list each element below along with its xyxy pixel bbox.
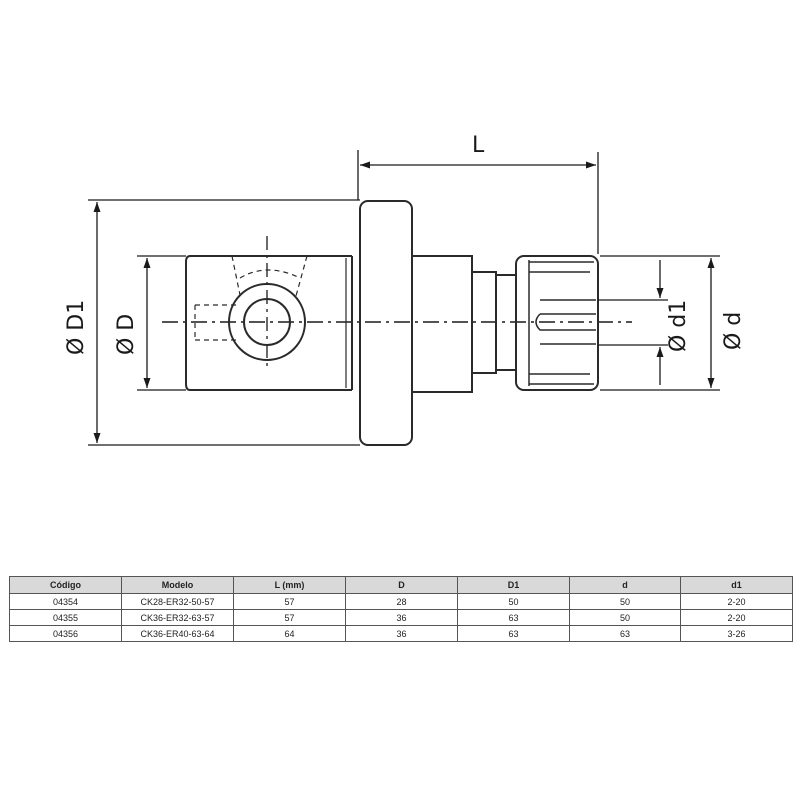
header-D1: D1 — [457, 576, 570, 594]
header-codigo: Código — [9, 576, 122, 594]
table-row: 04355 CK36-ER32-63-57 57 36 63 50 2-20 — [9, 609, 793, 626]
label-D1: Ø D1 — [64, 300, 89, 355]
dimension-L — [357, 150, 599, 254]
table-cell: CK28-ER32-50-57 — [121, 593, 234, 610]
shank-body — [185, 255, 353, 391]
table-cell: CK36-ER32-63-57 — [121, 609, 234, 626]
table-cell: 28 — [345, 593, 458, 610]
table-cell: 2-20 — [680, 593, 793, 610]
table-cell: 50 — [569, 609, 681, 626]
table-cell: 2-20 — [680, 609, 793, 626]
label-d: Ø d — [721, 312, 746, 350]
table-cell: 04355 — [9, 609, 122, 626]
header-modelo: Modelo — [121, 576, 234, 594]
table-cell: 50 — [569, 593, 681, 610]
table-cell: 63 — [457, 609, 570, 626]
table-cell: 57 — [233, 609, 346, 626]
header-L: L (mm) — [233, 576, 346, 594]
table-row: 04356 CK36-ER40-63-64 64 36 63 63 3-26 — [9, 625, 793, 642]
header-D: D — [345, 576, 458, 594]
table-cell: 04356 — [9, 625, 122, 642]
table-row: 04354 CK28-ER32-50-57 57 28 50 50 2-20 — [9, 593, 793, 610]
table-cell: CK36-ER40-63-64 — [121, 625, 234, 642]
label-D: Ø D — [114, 314, 139, 355]
table-cell: 36 — [345, 609, 458, 626]
neck — [411, 255, 517, 393]
dimension-D — [137, 255, 186, 391]
table-cell: 04354 — [9, 593, 122, 610]
table-cell: 50 — [457, 593, 570, 610]
table-cell: 64 — [233, 625, 346, 642]
collet-nut — [515, 255, 599, 391]
dimension-D1 — [88, 199, 360, 446]
dimension-d — [600, 255, 720, 391]
flange — [359, 200, 413, 446]
spec-table: Código Modelo L (mm) D D1 d d1 04354 CK2… — [9, 576, 793, 642]
label-L: L — [472, 133, 485, 158]
header-d: d — [569, 576, 681, 594]
dimension-d1 — [598, 260, 668, 385]
table-header-row: Código Modelo L (mm) D D1 d d1 — [9, 576, 793, 594]
label-d1: Ø d1 — [666, 300, 691, 352]
table-cell: 63 — [457, 625, 570, 642]
screw-hole — [194, 236, 308, 370]
header-d1: d1 — [680, 576, 793, 594]
table-cell: 36 — [345, 625, 458, 642]
table-cell: 63 — [569, 625, 681, 642]
table-cell: 57 — [233, 593, 346, 610]
table-cell: 3-26 — [680, 625, 793, 642]
technical-drawing: L Ø D1 Ø D Ø d1 Ø d — [64, 133, 746, 446]
